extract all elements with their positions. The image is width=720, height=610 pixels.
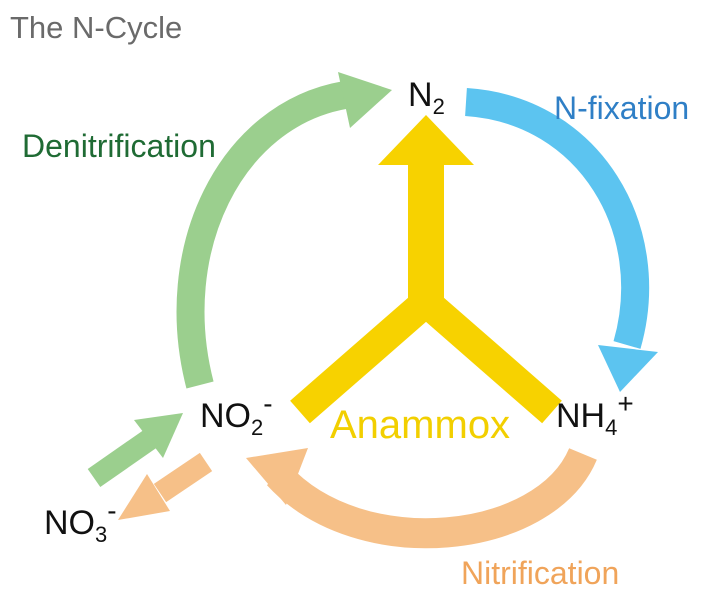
node-no2-sub: 2 xyxy=(251,415,263,440)
nitrification-arrow-head xyxy=(246,448,308,505)
no3-to-no2-arrow-body xyxy=(87,429,157,488)
label-n-fixation: N-fixation xyxy=(554,90,689,126)
label-nitrification: Nitrification xyxy=(461,555,619,591)
node-nh4-sup: + xyxy=(617,388,633,419)
denitrification-arrow-body xyxy=(176,81,348,389)
no2-to-no3-arrow xyxy=(118,452,213,520)
node-no2-base: NO xyxy=(200,397,251,435)
label-anammox: Anammox xyxy=(330,403,510,447)
no3-to-no2-arrow-head xyxy=(134,413,183,458)
node-no3-sup: - xyxy=(107,495,116,526)
node-n2-sub: 2 xyxy=(433,94,445,119)
no3-to-no2-arrow xyxy=(87,413,183,488)
node-no3-sub: 3 xyxy=(95,522,107,547)
label-denitrification: Denitrification xyxy=(22,128,216,164)
nitrification-arrow-body xyxy=(266,447,597,549)
anammox-arrow-head xyxy=(378,115,474,165)
node-nh4-base: NH xyxy=(556,397,605,435)
node-nh4-sub: 4 xyxy=(605,415,617,440)
no2-to-no3-arrow-head xyxy=(118,474,170,520)
node-no3-base: NO xyxy=(44,504,95,542)
anammox-arrow xyxy=(290,115,562,424)
node-n2-base: N xyxy=(408,76,433,114)
node-no2: NO2- xyxy=(200,388,273,440)
anammox-arrow-right-branch xyxy=(416,290,562,424)
node-n2: N2 xyxy=(408,76,445,119)
nitrification-arrow xyxy=(246,447,597,549)
n-fixation-arrow-head xyxy=(598,345,658,392)
n-fixation-arrow xyxy=(464,88,658,392)
node-no3: NO3- xyxy=(44,495,117,547)
anammox-arrow-stem xyxy=(408,160,444,310)
n-fixation-arrow-body xyxy=(464,88,650,349)
no2-to-no3-arrow-body xyxy=(153,452,213,503)
denitrification-arrow-head xyxy=(338,72,392,128)
node-no2-sup: - xyxy=(263,388,272,419)
anammox-arrow-left-branch xyxy=(290,290,436,424)
denitrification-arrow xyxy=(176,72,392,389)
diagram-title: The N-Cycle xyxy=(10,10,182,45)
node-nh4: NH4+ xyxy=(556,388,634,440)
